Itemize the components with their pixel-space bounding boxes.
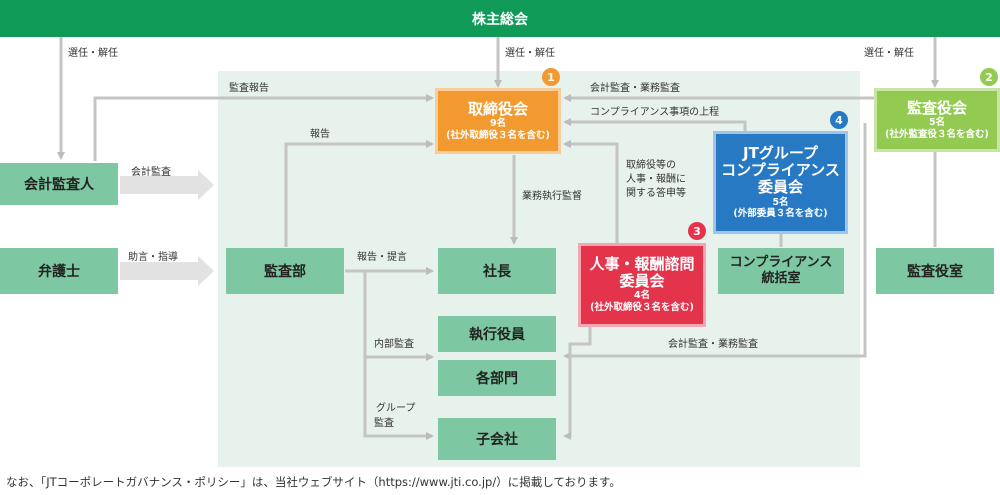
badge-3: 3: [688, 222, 706, 240]
compliance-title-2: コンプライアンス: [721, 161, 840, 179]
compliance-committee-box: JTグループ コンプライアンス 委員会 5名 (外部委員３名を含む): [713, 131, 848, 234]
label-accounting-audit: 会計監査: [131, 167, 171, 178]
label-internal-audit: 内部監査: [374, 339, 414, 350]
badge-4: 4: [830, 111, 848, 129]
compliance-title-3: 委員会: [757, 178, 803, 197]
accounting-auditor-box: 会計監査人: [0, 163, 118, 205]
arrow-audit-report: [93, 94, 434, 161]
nomination-title-2: 委員会: [619, 272, 665, 291]
auditors-count: 5名: [928, 116, 946, 128]
arrow-report: [284, 140, 434, 247]
badge-1: 1: [542, 68, 560, 86]
arrow-group-audit: [363, 357, 434, 440]
arrow-audit-bottom: [563, 123, 867, 360]
arrow-compliance-office: [563, 316, 592, 440]
board-box: 取締役会 9名 (社外取締役３名を含む): [435, 88, 561, 154]
nomination-committee-box: 人事・報酬諮問 委員会 4名 (社外取締役３名を含む): [578, 243, 706, 327]
board-count: 9名: [489, 117, 507, 129]
compliance-count: 5名: [772, 196, 789, 208]
label-nomination-1: 取締役等の: [626, 160, 676, 171]
arrow-nomination: [563, 140, 619, 244]
auditors-title: 監査役会: [906, 98, 967, 117]
executive-officers-box: 執行役員: [438, 316, 556, 352]
label-report: 報告: [310, 129, 330, 140]
shareholders-meeting-bar: 株主総会: [0, 0, 1000, 37]
label-audit-top: 会計監査・業務監査: [590, 83, 680, 94]
nomination-detail: (社外取締役３名を含む): [590, 302, 694, 314]
label-audit-report: 監査報告: [229, 83, 269, 94]
label-election-right: 選任・解任: [864, 48, 914, 59]
arrow-accounting-audit: [120, 170, 214, 200]
compliance-detail: (外部委員３名を含む): [733, 208, 828, 220]
lawyer-box: 弁護士: [0, 248, 118, 294]
auditors-box: 監査役会 5名 (社外監査役３名を含む): [874, 88, 1000, 152]
arrow-advice: [120, 256, 214, 286]
badge-2: 2: [980, 68, 998, 86]
label-election-center: 選任・解任: [505, 48, 555, 59]
arrow-compliance-report: [563, 118, 747, 132]
subsidiaries-box: 子会社: [438, 418, 556, 460]
nomination-title-1: 人事・報酬諮問: [589, 254, 695, 273]
label-advice: 助言・指導: [128, 252, 178, 263]
departments-box: 各部門: [438, 360, 556, 396]
label-group-audit-2: 監査: [374, 418, 394, 429]
nomination-count: 4名: [633, 290, 651, 302]
label-report-proposal: 報告・提言: [357, 252, 407, 263]
label-supervision: 業務執行監督: [522, 191, 582, 202]
audit-dept-box: 監査部: [226, 248, 344, 294]
label-nomination-3: 関する答申等: [626, 188, 686, 199]
board-detail: (社外取締役３名を含む): [446, 129, 550, 141]
label-election-left: 選任・解任: [68, 48, 118, 59]
president-box: 社長: [438, 248, 556, 294]
label-nomination-2: 人事・報酬に: [626, 174, 686, 185]
label-group-audit-1: グループ: [376, 403, 416, 414]
auditor-office-box: 監査役室: [876, 248, 994, 294]
label-audit-bottom: 会計監査・業務監査: [668, 339, 758, 350]
auditors-detail: (社外監査役３名を含む): [885, 128, 989, 140]
footnote: なお、「JTコーポレートガバナンス・ポリシー」は、当社ウェブサイト（https:…: [6, 475, 621, 489]
compliance-title-1: JTグループ: [743, 143, 818, 162]
label-compliance-report: コンプライアンス事項の上程: [590, 107, 720, 118]
board-title: 取締役会: [467, 99, 528, 118]
compliance-office-box: コンプライアンス 統括室: [718, 248, 844, 294]
